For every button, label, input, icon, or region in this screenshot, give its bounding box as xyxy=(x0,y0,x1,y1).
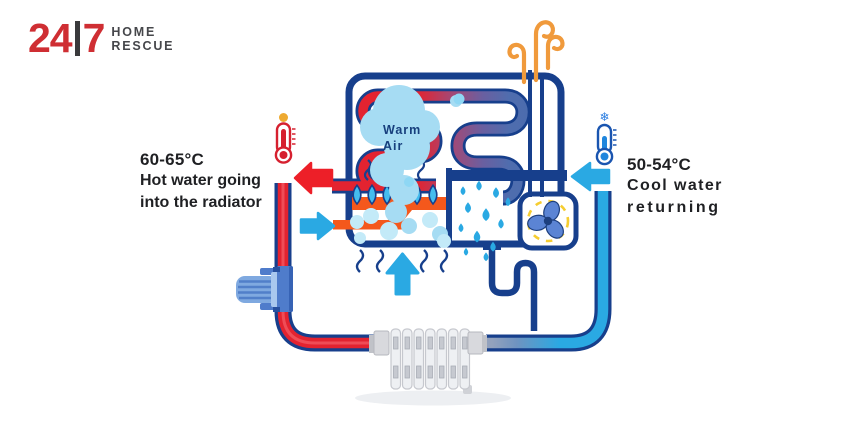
condensate-trap-pipe xyxy=(483,242,538,331)
cool-water-pipe xyxy=(486,191,612,352)
logo: 24 7 HOME RESCUE xyxy=(28,18,174,59)
hot-label-line1: Hot water going xyxy=(140,172,261,189)
sun-dot-icon xyxy=(279,113,288,122)
logo-digits-24: 24 xyxy=(28,15,73,61)
hot-flow-arrow-icon xyxy=(293,161,334,195)
cool-label-line1: Cool water xyxy=(627,177,723,194)
gas-supply-pipe xyxy=(333,220,409,230)
cool-inlet-pipe xyxy=(452,170,567,181)
radiator-valve xyxy=(369,330,487,356)
warm-air-label-line1: Warm xyxy=(383,123,421,137)
hot-temperature-value: 60-65°C xyxy=(140,150,204,169)
logo-digit-7: 7 xyxy=(82,15,106,61)
cool-water-label: 50-54°C Cool water returning xyxy=(627,154,723,218)
warm-air-cloud-icon: Warm Air xyxy=(350,85,462,248)
logo-word-home: HOME xyxy=(111,24,157,39)
cool-label-line2: returning xyxy=(627,198,721,216)
boiler-divider-wall xyxy=(446,168,452,244)
logo-word-rescue: RESCUE xyxy=(111,38,175,53)
cool-flow-arrow-icon xyxy=(570,161,611,192)
radiator-icon xyxy=(355,328,511,406)
logo-divider-bar xyxy=(74,21,80,56)
gas-flow-arrow-icon xyxy=(299,211,336,241)
pump-icon xyxy=(236,266,293,312)
cold-thermometer-icon: ❄ xyxy=(595,110,617,166)
flue-smoke-icon xyxy=(507,20,565,85)
hot-label-line2: into the radiator xyxy=(140,193,262,211)
rising-heat-lines xyxy=(355,249,449,273)
hot-water-label: 60-65°C Hot water going into the radiato… xyxy=(140,149,262,213)
heat-rise-arrow-icon xyxy=(385,252,420,296)
radiator-shadow xyxy=(355,390,511,406)
cool-temperature-value: 50-54°C xyxy=(627,155,691,174)
fan-icon xyxy=(526,199,570,243)
warm-air-label-line2: Air xyxy=(383,139,403,153)
snowflake-icon: ❄ xyxy=(599,110,609,124)
water-droplet-icons xyxy=(404,93,511,262)
hot-thermometer-icon xyxy=(274,113,296,164)
